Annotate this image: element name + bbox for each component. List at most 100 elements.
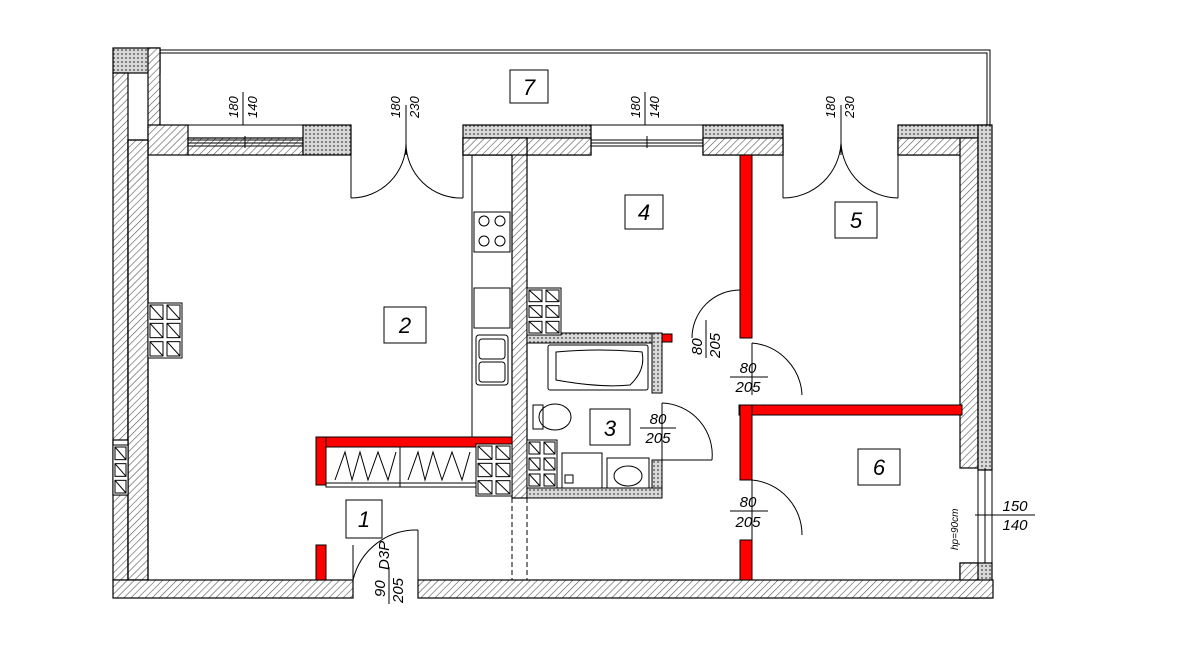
window-mid-height: 140 <box>647 96 662 118</box>
room-1-label: 1 <box>345 499 383 539</box>
room-7-number: 7 <box>523 75 536 100</box>
ventilation-cell <box>477 480 493 495</box>
room-1-number: 1 <box>358 507 370 532</box>
ventilation-cell <box>528 320 543 334</box>
door-left-height: 230 <box>407 96 422 119</box>
room-2-number: 2 <box>398 313 411 338</box>
ventilation-cell-diagonal <box>528 320 543 334</box>
windows-top <box>188 124 703 148</box>
kitchen-counter <box>471 154 513 438</box>
ventilation-cell-diagonal <box>166 341 181 357</box>
ventilation-cell <box>528 441 541 455</box>
door-room6-width: 80 <box>740 494 757 511</box>
balcony-outline <box>160 49 991 125</box>
ventilation-cell-diagonal <box>149 304 164 320</box>
door-right-width: 180 <box>823 96 838 118</box>
ventilation-cell-diagonal <box>528 457 541 471</box>
window-left-width: 180 <box>226 96 241 118</box>
ventilation-cell-diagonal <box>528 289 543 303</box>
ventilation-cell-diagonal <box>477 480 493 495</box>
ventilation-cell <box>545 289 560 303</box>
ventilation-shafts <box>112 287 562 497</box>
ventilation-cell-diagonal <box>543 441 556 455</box>
new-partition-walls <box>315 154 963 581</box>
ventilation-cell-diagonal <box>495 462 511 478</box>
room-2-label: 2 <box>383 306 427 344</box>
entry-door-height: 205 <box>390 577 407 604</box>
ventilation-cell-diagonal <box>528 473 541 487</box>
ventilation-cell <box>166 304 181 320</box>
window-left-height: 140 <box>245 96 260 118</box>
ventilation-cell <box>543 473 556 487</box>
ventilation-cell-diagonal <box>166 304 181 320</box>
room-3-number: 3 <box>604 416 617 441</box>
wardrobe <box>325 446 477 488</box>
ventilation-cell <box>114 463 127 477</box>
entry-door-width: 90 <box>372 580 389 597</box>
ventilation-cell-diagonal <box>149 341 164 357</box>
ventilation-cell <box>495 445 511 460</box>
ventilation-cell <box>545 320 560 334</box>
ventilation-cell-diagonal <box>477 462 493 478</box>
room-3-label: 3 <box>589 408 631 446</box>
ventilation-cells <box>114 289 560 495</box>
door-left-width: 180 <box>388 96 403 118</box>
ventilation-cell <box>114 479 127 494</box>
door-room5-height: 205 <box>734 379 761 396</box>
room-labels: 1 2 3 4 5 6 7 <box>345 69 901 539</box>
ventilation-cell <box>495 462 511 478</box>
ventilation-cell-diagonal <box>543 473 556 487</box>
door-bath-width: 80 <box>650 411 667 428</box>
ventilation-cell <box>543 441 556 455</box>
door-bath-height: 205 <box>644 430 671 447</box>
room-4-label: 4 <box>624 194 664 230</box>
ventilation-cell <box>149 322 164 339</box>
ventilation-cell-diagonal <box>477 445 493 460</box>
interior-doors <box>352 289 803 581</box>
window-mid-width: 180 <box>628 96 643 118</box>
window-right-height: 140 <box>1002 517 1028 534</box>
ventilation-cell <box>149 304 164 320</box>
ventilation-cell-diagonal <box>528 305 543 318</box>
ventilation-cell <box>543 457 556 471</box>
ventilation-cell-diagonal <box>528 441 541 455</box>
ventilation-cell-diagonal <box>166 322 181 339</box>
ventilation-cell <box>477 445 493 460</box>
window-right <box>960 467 1035 564</box>
ventilation-cell-diagonal <box>495 480 511 495</box>
ventilation-cell <box>166 341 181 357</box>
room-5-label: 5 <box>834 201 878 239</box>
balcony-doors <box>350 105 899 199</box>
ventilation-cell-diagonal <box>114 446 127 460</box>
ventilation-cell-diagonal <box>495 445 511 460</box>
door-room4-height: 205 <box>707 332 724 359</box>
ventilation-cell <box>495 480 511 495</box>
ventilation-cell-diagonal <box>545 320 560 334</box>
ventilation-cell <box>528 305 543 318</box>
sill-height-note: hp=90cm <box>950 509 961 550</box>
ventilation-cell <box>528 289 543 303</box>
ventilation-cell <box>166 322 181 339</box>
ventilation-cell <box>528 457 541 471</box>
room-4-number: 4 <box>638 200 650 225</box>
door-room5-width: 80 <box>740 360 757 377</box>
ventilation-cell-diagonal <box>545 305 560 318</box>
ventilation-cell <box>528 473 541 487</box>
room-6-label: 6 <box>857 448 901 486</box>
door-room6-height: 205 <box>734 514 761 531</box>
door-right-height: 230 <box>842 96 857 119</box>
ventilation-cell <box>477 462 493 478</box>
ventilation-cell <box>149 341 164 357</box>
ventilation-cell-diagonal <box>543 457 556 471</box>
ventilation-cell-diagonal <box>114 463 127 477</box>
ventilation-cell-diagonal <box>114 480 127 494</box>
door-room4-width: 80 <box>689 338 706 355</box>
room-7-label: 7 <box>509 69 549 104</box>
ventilation-cell <box>545 305 560 318</box>
window-right-width: 150 <box>1002 498 1028 515</box>
bathroom-fixtures <box>532 344 650 489</box>
ventilation-cell-diagonal <box>149 322 164 339</box>
ventilation-cell-diagonal <box>545 289 560 303</box>
ventilation-cell <box>114 446 127 461</box>
